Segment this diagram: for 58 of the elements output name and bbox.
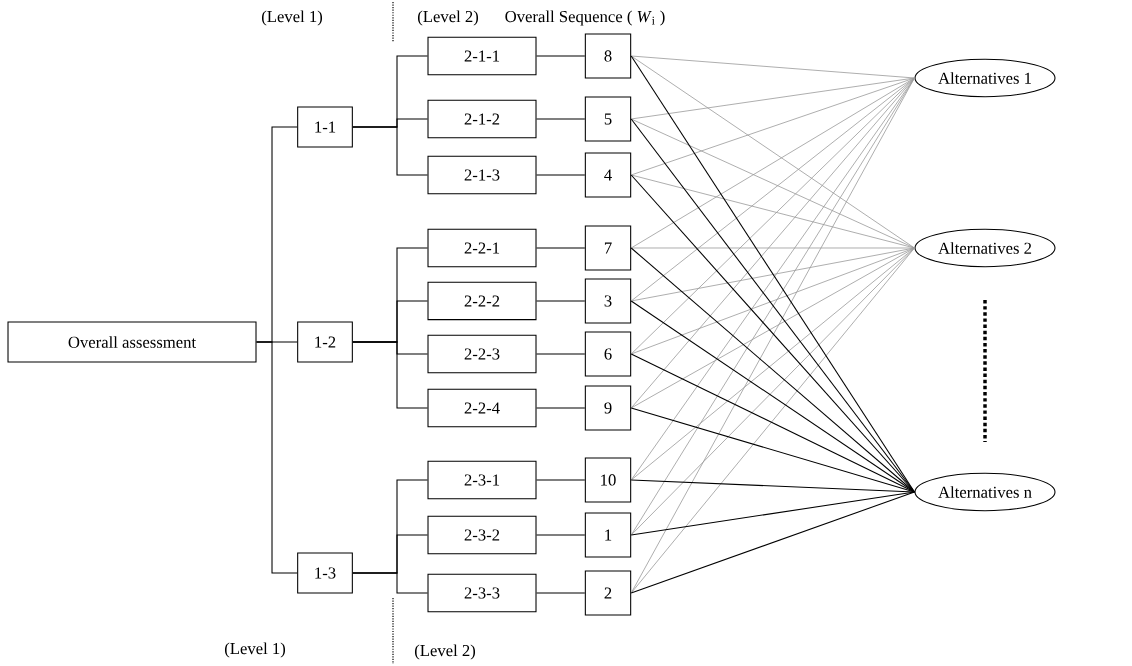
level-label: (Level 1) bbox=[261, 10, 323, 26]
criterion-box: 2-3-1 bbox=[427, 460, 537, 500]
number-box: 4 bbox=[584, 152, 632, 198]
connector-line bbox=[630, 77, 915, 120]
connector-line bbox=[630, 247, 915, 409]
criterion-box: 1-2 bbox=[297, 321, 353, 363]
level-label: Overall Sequence ( W$_{i}$ ) bbox=[505, 10, 665, 26]
connector-line bbox=[630, 174, 915, 249]
connector-line bbox=[352, 572, 428, 594]
connector-line bbox=[536, 300, 586, 302]
connector-line bbox=[630, 118, 915, 249]
connector-line bbox=[536, 534, 586, 536]
connector-line bbox=[536, 247, 586, 249]
connector-line bbox=[536, 353, 586, 355]
criterion-box: 2-1-1 bbox=[427, 36, 537, 76]
connector-line bbox=[536, 118, 586, 120]
level-label: (Level 2) bbox=[414, 644, 476, 660]
criterion-box: 2-2-1 bbox=[427, 228, 537, 268]
criterion-box: 2-1-3 bbox=[427, 155, 537, 195]
connector-line bbox=[630, 407, 915, 493]
number-box: 7 bbox=[584, 225, 632, 271]
number-box: 6 bbox=[584, 331, 632, 377]
connector-line bbox=[536, 55, 586, 57]
connector-line bbox=[630, 55, 915, 79]
criterion-box: 2-3-3 bbox=[427, 573, 537, 613]
connector-line bbox=[630, 77, 915, 302]
connector-line bbox=[536, 407, 586, 409]
criterion-box: 2-2-4 bbox=[427, 388, 537, 428]
criterion-box: 2-2-2 bbox=[427, 281, 537, 321]
level-label: (Level 1) bbox=[224, 642, 286, 658]
connector-line bbox=[630, 491, 915, 594]
connector-line bbox=[352, 341, 428, 409]
number-box: 10 bbox=[584, 457, 632, 503]
connector-line bbox=[630, 77, 915, 176]
number-box: 2 bbox=[584, 570, 632, 616]
connector-line bbox=[630, 491, 915, 536]
number-box: 5 bbox=[584, 96, 632, 142]
number-box: 1 bbox=[584, 512, 632, 558]
number-box: 8 bbox=[584, 33, 632, 79]
connector-line bbox=[630, 247, 915, 249]
connector-line bbox=[630, 247, 915, 355]
criterion-box: 2-3-2 bbox=[427, 515, 537, 555]
goal-box: Overall assessment bbox=[7, 321, 257, 363]
connector-line bbox=[536, 174, 586, 176]
connector-line bbox=[256, 341, 298, 574]
criterion-box: 1-1 bbox=[297, 106, 353, 148]
criterion-box: 2-1-2 bbox=[427, 99, 537, 139]
connector-line bbox=[536, 592, 586, 594]
criterion-box: 1-3 bbox=[297, 552, 353, 594]
number-box: 3 bbox=[584, 278, 632, 324]
connector-line bbox=[536, 479, 586, 481]
number-box: 9 bbox=[584, 385, 632, 431]
connector-line bbox=[630, 77, 915, 409]
connector-line bbox=[630, 247, 915, 594]
connector-line bbox=[630, 353, 915, 493]
connector-line bbox=[352, 126, 428, 176]
connector-line bbox=[630, 479, 915, 493]
criterion-box: 2-2-3 bbox=[427, 334, 537, 374]
